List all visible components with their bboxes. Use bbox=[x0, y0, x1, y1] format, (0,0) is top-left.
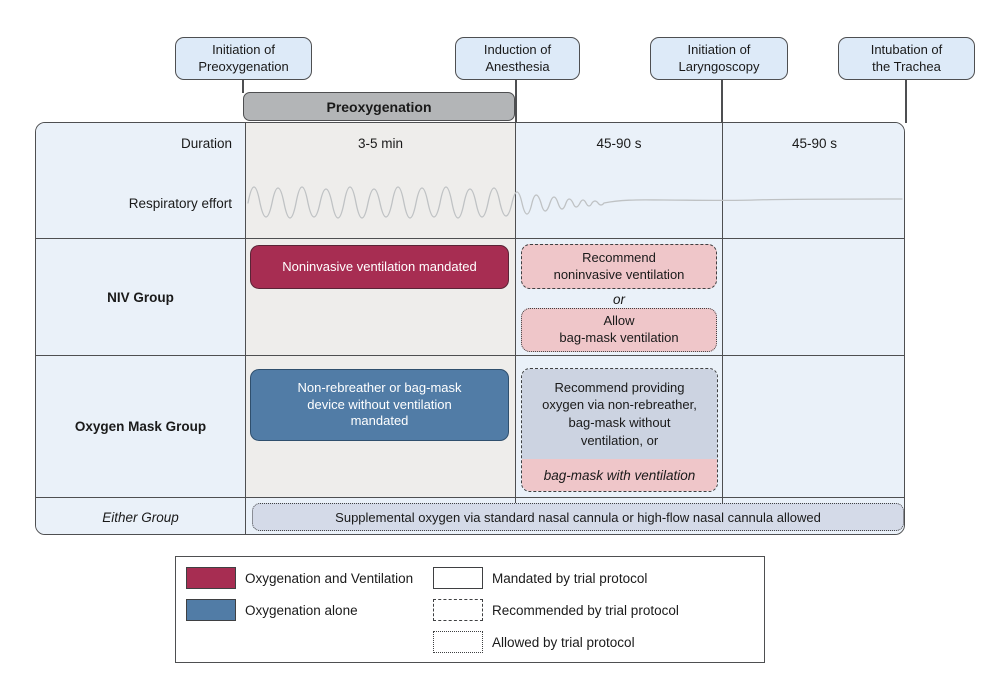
niv-intubation-cell bbox=[723, 239, 904, 356]
solid-border-swatch bbox=[433, 567, 483, 589]
blue-swatch bbox=[186, 599, 236, 621]
event-box-initiation-of-preoxygenation: Initiation of Preoxygenation bbox=[175, 37, 312, 80]
oxygen-mask-intubation-cell bbox=[723, 356, 904, 498]
protocol-grid: Duration Respiratory effort 3-5 min 45-9… bbox=[36, 123, 904, 534]
oxygen-mask-recommend-text: Recommend providing oxygen via non-rebre… bbox=[522, 369, 717, 459]
duration-label: Duration bbox=[180, 136, 232, 151]
row-header-either-group: Either Group bbox=[36, 498, 246, 534]
protocol-table: Duration Respiratory effort 3-5 min 45-9… bbox=[35, 122, 905, 535]
legend-label: Recommended by trial protocol bbox=[492, 602, 679, 618]
legend-item-allowed: Allowed by trial protocol bbox=[433, 631, 635, 653]
duration-value-3: 45-90 s bbox=[791, 136, 838, 151]
event-box-initiation-of-laryngoscopy: Initiation of Laryngoscopy bbox=[650, 37, 788, 80]
legend: Oxygenation and Ventilation Oxygenation … bbox=[175, 556, 765, 663]
dashed-border-swatch bbox=[433, 599, 483, 621]
dotted-border-swatch bbox=[433, 631, 483, 653]
connector-line-laryngoscopy bbox=[721, 79, 723, 123]
preoxygenation-phase-bar: Preoxygenation bbox=[243, 92, 515, 121]
connector-line-anesthesia bbox=[515, 79, 517, 123]
legend-item-recommended: Recommended by trial protocol bbox=[433, 599, 679, 621]
event-box-intubation-of-the-trachea: Intubation of the Trachea bbox=[838, 37, 975, 80]
connector-line-trachea bbox=[905, 79, 907, 123]
either-group-cell: Supplemental oxygen via standard nasal c… bbox=[246, 498, 904, 534]
legend-item-oxygenation-alone: Oxygenation alone bbox=[186, 599, 358, 621]
niv-preoxygenation-cell: Noninvasive ventilation mandated bbox=[246, 239, 516, 356]
duration-value-2: 45-90 s bbox=[596, 136, 642, 151]
event-box-induction-of-anesthesia: Induction of Anesthesia bbox=[455, 37, 580, 80]
oxygen-mask-allow-italic-text: bag-mask with ventilation bbox=[522, 459, 717, 491]
legend-item-oxygenation-and-ventilation: Oxygenation and Ventilation bbox=[186, 567, 413, 589]
connector-line-preoxygenation bbox=[242, 79, 244, 93]
legend-item-mandated: Mandated by trial protocol bbox=[433, 567, 647, 589]
row-header-oxygen-mask-group: Oxygen Mask Group bbox=[36, 356, 246, 498]
row-header-duration-respiratory: Duration Respiratory effort bbox=[36, 123, 246, 239]
column-border-stub-1 bbox=[514, 498, 516, 503]
either-group-allowed-box: Supplemental oxygen via standard nasal c… bbox=[252, 503, 904, 531]
oxygen-mask-mandated-box: Non-rebreather or bag-mask device withou… bbox=[250, 369, 509, 441]
column-border-stub-2 bbox=[721, 498, 723, 503]
niv-recommend-box: Recommend noninvasive ventilation bbox=[521, 244, 717, 289]
row-header-niv-group: NIV Group bbox=[36, 239, 246, 356]
niv-allow-box: Allow bag-mask ventilation bbox=[521, 308, 717, 352]
respiratory-effort-label: Respiratory effort bbox=[128, 196, 232, 211]
legend-label: Mandated by trial protocol bbox=[492, 570, 648, 586]
duration-value-1: 3-5 min bbox=[357, 136, 403, 151]
legend-label: Allowed by trial protocol bbox=[492, 634, 635, 650]
oxygen-mask-laryngoscopy-cell: Recommend providing oxygen via non-rebre… bbox=[516, 356, 723, 498]
legend-label: Oxygenation and Ventilation bbox=[245, 570, 414, 586]
niv-or-text: or bbox=[612, 292, 625, 307]
niv-laryngoscopy-cell: Recommend noninvasive ventilation or All… bbox=[516, 239, 723, 356]
duration-cell-laryngoscopy: 45-90 s bbox=[516, 123, 723, 239]
oxygen-mask-preoxygenation-cell: Non-rebreather or bag-mask device withou… bbox=[246, 356, 516, 498]
legend-label: Oxygenation alone bbox=[245, 602, 358, 618]
niv-mandated-box: Noninvasive ventilation mandated bbox=[250, 245, 509, 289]
duration-cell-intubation: 45-90 s bbox=[723, 123, 904, 239]
oxygen-mask-recommend-box: Recommend providing oxygen via non-rebre… bbox=[521, 368, 718, 492]
duration-cell-preoxygenation: 3-5 min bbox=[246, 123, 516, 239]
crimson-swatch bbox=[186, 567, 236, 589]
